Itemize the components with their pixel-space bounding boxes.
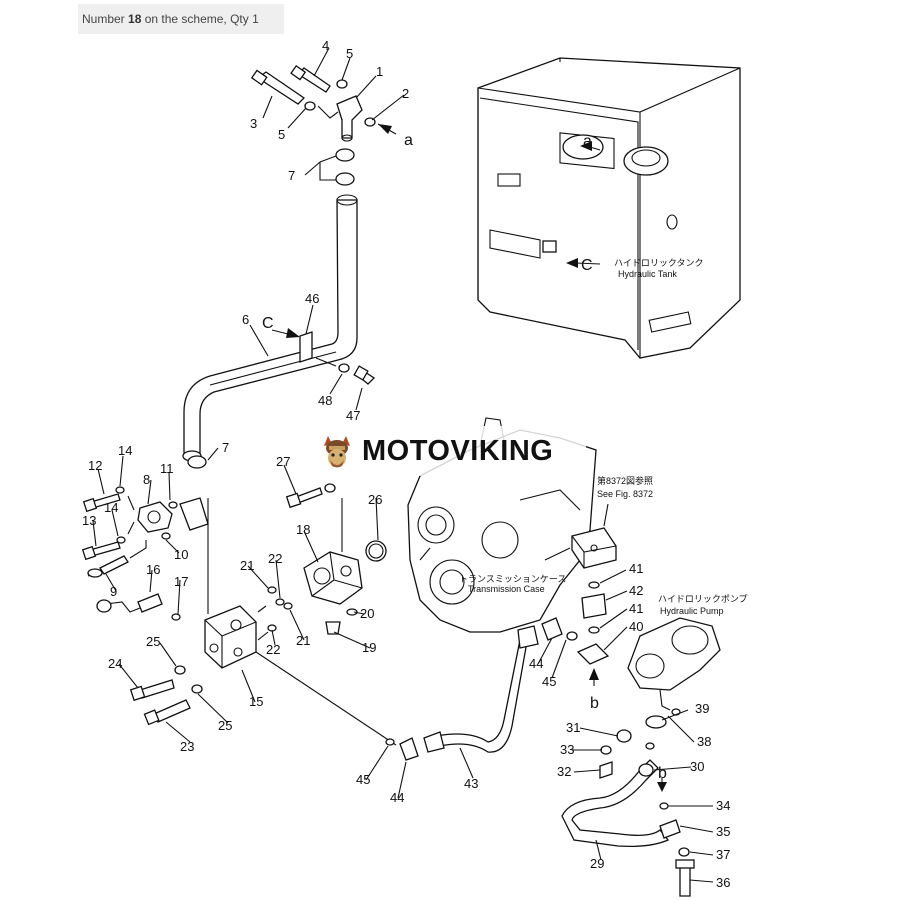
fig-ref-en: See Fig. 8372 xyxy=(597,489,653,499)
elbow-assembly: a xyxy=(250,64,413,186)
callout-2: 2 xyxy=(402,86,409,101)
callout-40: 40 xyxy=(629,619,643,634)
callout-41: 41 xyxy=(629,561,643,576)
callout-25: 25 xyxy=(146,634,160,649)
callout-7: 7 xyxy=(288,168,295,183)
callout-31: 31 xyxy=(566,720,580,735)
caption-prefix: Number xyxy=(82,12,129,26)
callout-30: 30 xyxy=(690,759,704,774)
callout-9: 9 xyxy=(110,584,117,599)
hydraulic-pump: ハイドロリックポンプ Hydraulic Pump xyxy=(627,594,748,729)
callout-3: 3 xyxy=(250,116,257,131)
callout-34: 34 xyxy=(716,798,730,813)
callout-10: 10 xyxy=(174,547,188,562)
ref-b-tube: b xyxy=(658,765,667,782)
callout-6: 6 xyxy=(242,312,249,327)
callout-33: 33 xyxy=(560,742,574,757)
ref-a-pipe: a xyxy=(404,132,413,149)
pump-label-en: Hydraulic Pump xyxy=(660,606,724,616)
callout-14b: 14 xyxy=(104,500,118,515)
callout-4: 4 xyxy=(322,38,329,53)
pump-label-jp: ハイドロリックポンプ xyxy=(658,594,748,604)
callout-25b: 25 xyxy=(218,718,232,733)
callout-1: 1 xyxy=(376,64,383,79)
callout-45: 45 xyxy=(356,772,370,787)
callout-20: 20 xyxy=(360,606,374,621)
callout-19: 19 xyxy=(362,640,376,655)
caption-number: 18 xyxy=(128,12,142,26)
callout-18: 18 xyxy=(296,522,310,537)
callout-45b: 45 xyxy=(542,674,556,689)
callout-numbers: 4 5 1 2 3 5 7 46 6 48 47 7 14 12 11 8 14… xyxy=(82,38,730,890)
left-valve-assembly xyxy=(81,486,209,621)
callout-41b: 41 xyxy=(629,601,643,616)
callout-24: 24 xyxy=(108,656,122,671)
callout-5: 5 xyxy=(346,46,353,61)
pump-block: 第8372図参照 See Fig. 8372 b xyxy=(571,475,653,712)
callout-44: 44 xyxy=(390,790,404,805)
callout-22b: 22 xyxy=(266,642,280,657)
ref-b-block: b xyxy=(590,695,599,712)
ref-a-tank: a xyxy=(583,133,592,150)
callout-38: 38 xyxy=(697,734,711,749)
callout-46: 46 xyxy=(305,291,319,306)
tube-29: b xyxy=(561,729,695,897)
callout-35: 35 xyxy=(716,824,730,839)
callout-48: 48 xyxy=(318,393,332,408)
caption-suffix: on the scheme, Qty 1 xyxy=(141,12,259,26)
fig-ref-jp: 第8372図参照 xyxy=(597,475,653,486)
hydraulic-tank: C ハイドロリックタンク Hydraulic Tank a xyxy=(477,57,741,359)
callout-15: 15 xyxy=(249,694,263,709)
callout-36: 36 xyxy=(716,875,730,890)
ref-c-pipe: C xyxy=(262,315,274,332)
callout-26: 26 xyxy=(368,492,382,507)
pipe-6: C xyxy=(182,194,376,469)
callout-14: 14 xyxy=(118,443,132,458)
leader-lines xyxy=(92,47,714,883)
trans-label-en: Transmission Case xyxy=(468,584,545,594)
hose-43 xyxy=(385,617,578,761)
callout-8: 8 xyxy=(143,472,150,487)
callout-23: 23 xyxy=(180,739,194,754)
callout-27: 27 xyxy=(276,454,290,469)
callout-32: 32 xyxy=(557,764,571,779)
callout-29: 29 xyxy=(590,856,604,871)
callout-7b: 7 xyxy=(222,440,229,455)
callout-43: 43 xyxy=(464,776,478,791)
callout-16: 16 xyxy=(146,562,160,577)
callout-21: 21 xyxy=(240,558,254,573)
callout-47: 47 xyxy=(346,408,360,423)
watermark-banner: MOTOVIKING xyxy=(312,426,586,476)
callout-12: 12 xyxy=(88,458,102,473)
callout-42: 42 xyxy=(629,583,643,598)
scheme-caption: Number 18 on the scheme, Qty 1 xyxy=(78,4,284,34)
callout-21b: 21 xyxy=(296,633,310,648)
gear-pump-18 xyxy=(285,483,387,635)
ref-c-tank: C xyxy=(581,257,593,274)
callout-17: 17 xyxy=(174,574,188,589)
watermark-brand: MOTOVIKING xyxy=(362,434,554,467)
viking-logo-icon xyxy=(324,436,350,468)
trans-label-jp: トランスミッションケース xyxy=(459,574,566,584)
tank-label-jp: ハイドロリックタンク xyxy=(614,258,703,268)
callout-37: 37 xyxy=(716,847,730,862)
callout-44b: 44 xyxy=(529,656,543,671)
tank-label-en: Hydraulic Tank xyxy=(618,269,677,279)
callout-39: 39 xyxy=(695,701,709,716)
callout-5b: 5 xyxy=(278,127,285,142)
valve-block-15 xyxy=(129,586,397,746)
transmission-case: トランスミッションケース Transmission Case xyxy=(407,417,597,633)
callout-22: 22 xyxy=(268,551,282,566)
callout-11: 11 xyxy=(160,461,174,476)
callout-13: 13 xyxy=(82,513,96,528)
